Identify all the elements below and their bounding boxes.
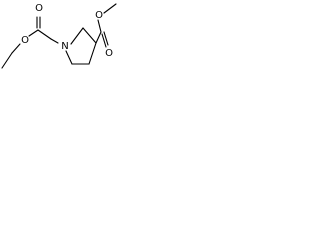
bond-c3-to-carbonyl-c-right [95, 31, 102, 44]
bond-carbonyl-double-right-b [101, 33, 107, 48]
bond-ethyl-ch2-o [11, 43, 21, 54]
atom-label-o-carbonyl-left: O [35, 3, 43, 14]
bond-ch2-to-n [50, 38, 59, 44]
bond-carbonyl-c-left-to-ch2 [37, 29, 52, 40]
atom-label-o-ether-left: O [21, 35, 29, 46]
bond-o-to-carbonyl-c-left [28, 29, 39, 37]
bond-lines [1, 3, 117, 69]
bond-ring-c3-to-c4 [88, 42, 97, 65]
atom-label-o-carbonyl-right: O [105, 48, 113, 59]
atom-labels: O O N O O [21, 3, 113, 59]
molecule-structure-diagram: O O N O O [1, 3, 117, 69]
bond-ring-n-to-c2 [70, 27, 84, 45]
bond-carbonyl-double-right-a [103, 31, 109, 46]
bond-ring-c5-to-n [65, 50, 73, 65]
bond-ethyl-ch3-ch2 [1, 52, 13, 69]
bond-ring-c2-to-c3 [82, 27, 97, 44]
bond-o-to-methyl [103, 3, 117, 14]
atom-label-n-ring: N [61, 41, 68, 52]
atom-label-o-ether-right: O [95, 10, 103, 21]
bond-carbonyl-c-right-to-o [97, 19, 102, 33]
